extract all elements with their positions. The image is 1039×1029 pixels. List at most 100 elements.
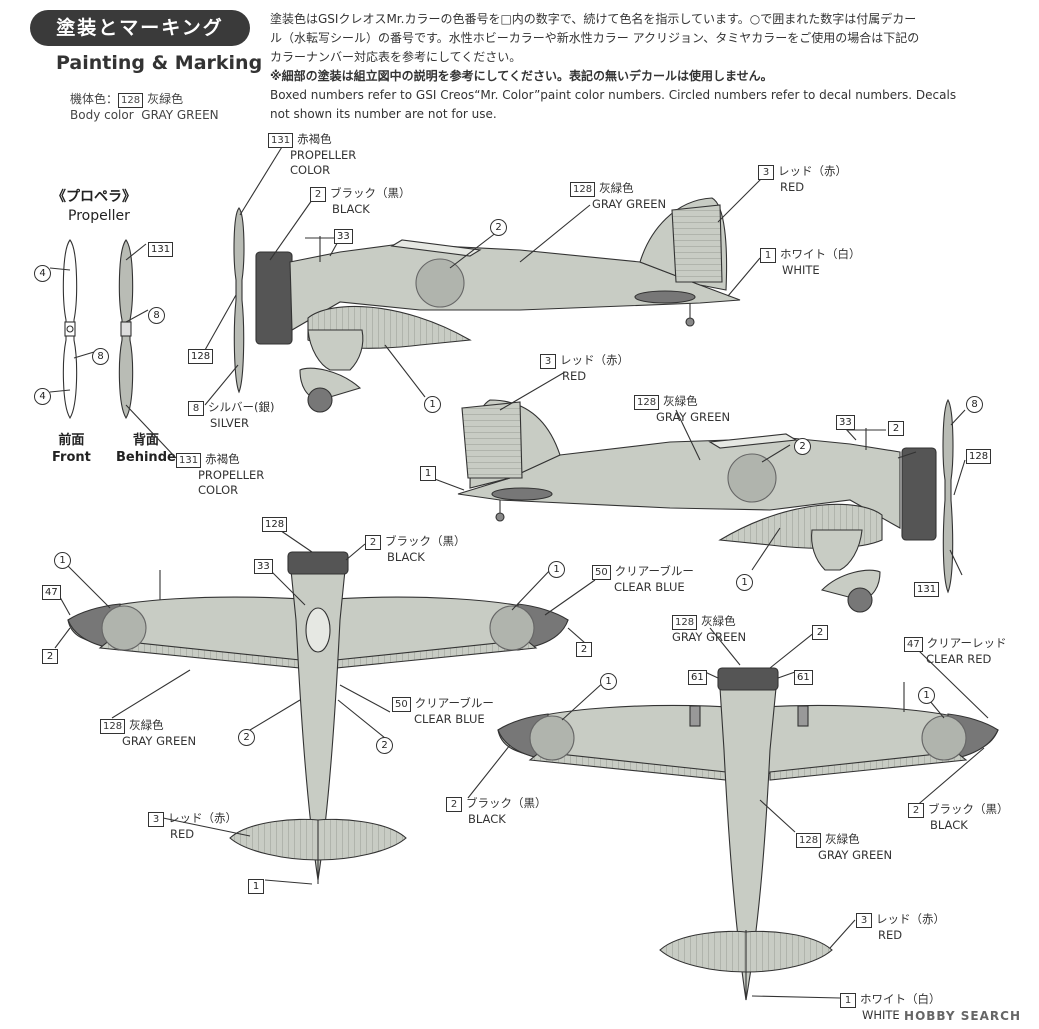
color-box-8: 8 xyxy=(188,401,204,416)
side2-decal-2: 2 xyxy=(794,434,811,455)
color-box-128: 128 xyxy=(796,833,822,848)
callout-128b-jp: 灰緑色 xyxy=(701,614,736,628)
color-box-128: 128 xyxy=(966,449,992,464)
side2-131: 131 xyxy=(914,577,943,597)
color-box-128: 128 xyxy=(634,395,660,410)
side2-128: 128 xyxy=(966,444,995,464)
decal-2: 2 xyxy=(794,438,811,455)
back-en: Behinde xyxy=(116,450,176,465)
page-subtitle: Painting & Marking xyxy=(56,52,263,74)
callout-1-jp: ホワイト（白） xyxy=(780,247,861,261)
color-box-3: 3 xyxy=(148,812,164,827)
top-2-left: 2 xyxy=(42,644,62,664)
color-box-3: 3 xyxy=(856,913,872,928)
top-128: 128 xyxy=(262,512,291,532)
bottom-61-left: 61 xyxy=(688,665,711,685)
prop-back-8: 8 xyxy=(148,303,165,324)
propeller-heading: 《プロペラ》 xyxy=(52,189,136,205)
color-box-2: 2 xyxy=(365,535,381,550)
top-decal-2-left: 2 xyxy=(238,725,255,746)
color-box-3: 3 xyxy=(540,354,556,369)
callout-128-en: GRAY GREEN xyxy=(122,734,197,748)
side-view-left-facing xyxy=(233,197,741,413)
bottom-61-right: 61 xyxy=(794,665,817,685)
body-color-label-jp: 機体色： xyxy=(70,92,119,106)
body-color-num: 128 xyxy=(118,93,144,108)
callout-128c-en: GRAY GREEN xyxy=(818,848,893,862)
callout-1b-jp: ホワイト（白） xyxy=(860,992,941,1006)
side2-1: 1 xyxy=(420,461,440,481)
callout-47-jp: クリアーレッド xyxy=(926,636,1007,650)
back-jp: 背面 xyxy=(132,433,159,448)
side1-decal-2: 2 xyxy=(490,215,507,236)
side2-33: 33 xyxy=(836,410,859,430)
color-box-2: 2 xyxy=(908,803,924,818)
color-box-2: 2 xyxy=(812,625,828,640)
instructions-jp-3: カラーナンバー対応表を参考にしてください。 xyxy=(270,50,522,64)
body-color-label-en: Body color xyxy=(70,108,134,122)
color-box-33: 33 xyxy=(836,415,855,430)
color-box-33: 33 xyxy=(334,229,353,244)
color-box-2: 2 xyxy=(576,642,592,657)
prop-color-en1: PROPELLER xyxy=(198,468,265,482)
prop-front-4-top: 4 xyxy=(34,261,51,282)
bottom-decal-1-left: 1 xyxy=(600,669,617,690)
callout-8-en: SILVER xyxy=(210,416,249,430)
decal-2: 2 xyxy=(376,737,393,754)
body-color-name-jp: 灰緑色 xyxy=(147,92,184,106)
callout-2-en: BLACK xyxy=(387,550,425,564)
prop-front-4-bottom: 4 xyxy=(34,384,51,405)
color-box-61: 61 xyxy=(794,670,813,685)
prop-color-jp: 赤褐色 xyxy=(205,452,240,466)
top-2-right: 2 xyxy=(576,637,596,657)
color-box-47: 47 xyxy=(904,637,923,652)
top-33: 33 xyxy=(254,554,277,574)
color-box-128: 128 xyxy=(100,719,126,734)
bottom-2-top: 2 xyxy=(812,620,832,640)
callout-3-en: RED xyxy=(562,369,587,383)
top-decal-1-right: 1 xyxy=(548,557,565,578)
watermark: HOBBY SEARCH xyxy=(904,1009,1021,1023)
color-box-131: 131 xyxy=(268,133,294,148)
callout-128-en: GRAY GREEN xyxy=(592,197,667,211)
decal-1: 1 xyxy=(600,673,617,690)
callout-50-en: CLEAR BLUE xyxy=(614,580,685,594)
side2-2: 2 xyxy=(888,416,908,436)
instructions-en-2: not shown its number are not for use. xyxy=(270,107,497,121)
instructions-jp-1: 塗装色はGSIクレオスMr.カラーの色番号を□内の数字で、続けて色名を指示してい… xyxy=(270,12,917,26)
callout-50-jp: クリアーブルー xyxy=(614,564,694,578)
color-box-47: 47 xyxy=(42,585,61,600)
color-box-2: 2 xyxy=(42,649,58,664)
color-box-2: 2 xyxy=(446,797,462,812)
callout-128-jp: 灰緑色 xyxy=(599,181,634,195)
callout-131-jp: 赤褐色 xyxy=(297,132,332,146)
callout-3-jp: レッド（赤） xyxy=(168,811,237,825)
instructions-block: 塗装色はGSIクレオスMr.カラーの色番号を□内の数字で、続けて色名を指示してい… xyxy=(270,10,1015,124)
color-box-128: 128 xyxy=(570,182,596,197)
decal-1: 1 xyxy=(736,574,753,591)
color-box-1: 1 xyxy=(840,993,856,1008)
body-color-name-en: GRAY GREEN xyxy=(141,108,219,122)
callout-50b-en: CLEAR BLUE xyxy=(414,712,485,726)
color-box-33: 33 xyxy=(254,559,273,574)
decal-8: 8 xyxy=(148,307,165,324)
decal-2: 2 xyxy=(490,219,507,236)
callout-50b-jp: クリアーブルー xyxy=(414,696,494,710)
instructions-jp-4: ※細部の塗装は組立図中の説明を参考にしてください。表記の無いデカールは使用しませ… xyxy=(270,69,773,83)
callout-131-en2: COLOR xyxy=(290,163,331,177)
color-box-50: 50 xyxy=(392,697,411,712)
top-decal-2-right: 2 xyxy=(376,733,393,754)
